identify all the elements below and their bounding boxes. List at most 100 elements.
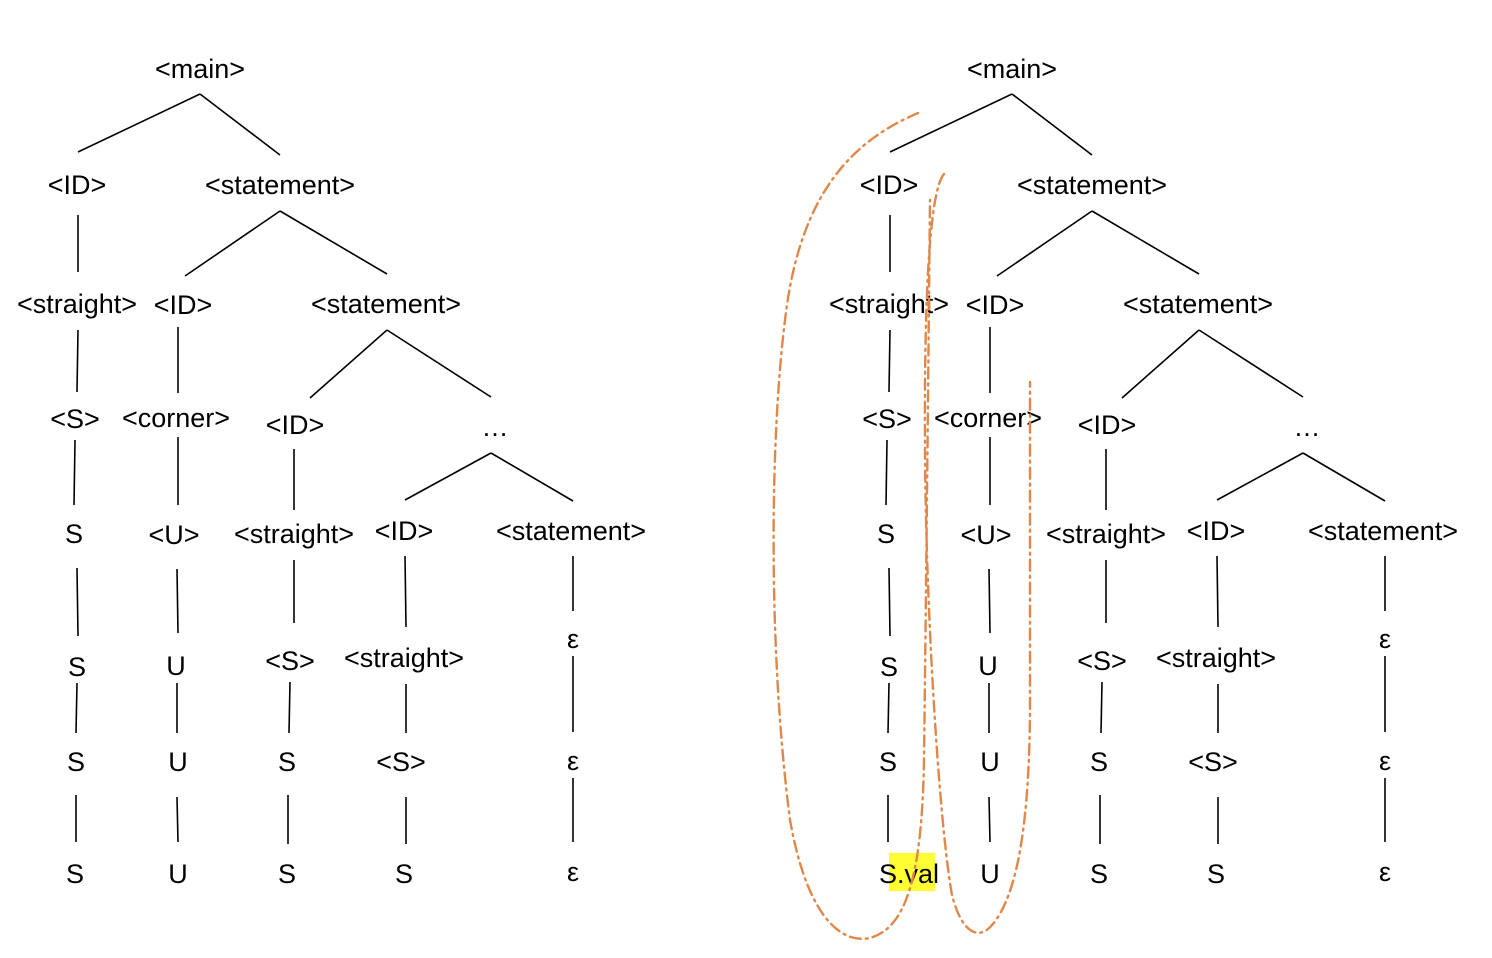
tree-edge bbox=[996, 210, 1093, 277]
tree-node-label: <ID> bbox=[966, 290, 1025, 320]
tree-node-label: <ID> bbox=[154, 290, 213, 320]
tree-edge bbox=[887, 682, 890, 734]
tree-node-label: ε bbox=[567, 857, 579, 887]
tree-node-label: <main> bbox=[155, 54, 245, 84]
tree-node-label: U bbox=[166, 651, 186, 681]
tree-node-label: ε bbox=[1379, 857, 1391, 887]
tree-node-label: U bbox=[980, 859, 1000, 889]
tree-edge bbox=[1198, 329, 1304, 398]
val-highlight bbox=[889, 853, 935, 891]
tree-node-label: U bbox=[168, 747, 188, 777]
tree-node-label: S bbox=[278, 747, 296, 777]
tree-node-label: <main> bbox=[967, 54, 1057, 84]
tree-edge bbox=[888, 567, 891, 637]
tree-edge bbox=[988, 568, 991, 634]
tree-node-label: <ID> bbox=[375, 516, 434, 546]
tree-edge bbox=[1091, 210, 1200, 275]
tree-node-label: S bbox=[67, 747, 85, 777]
tree-node-label: <straight> bbox=[234, 519, 354, 549]
tree-node-label: S.val bbox=[879, 859, 939, 889]
tree-edge bbox=[1011, 93, 1093, 156]
tree-edge bbox=[885, 439, 888, 506]
tree-node-label: S bbox=[68, 652, 86, 682]
tree-node-label: S bbox=[880, 652, 898, 682]
tree-edge bbox=[404, 555, 407, 628]
parse-tree-left: <main> <ID> <statement> <straight> <S> S S S S <I… bbox=[17, 54, 646, 889]
tree-node-label: <ID> bbox=[266, 410, 325, 440]
tree-node-label: <ID> bbox=[1187, 516, 1246, 546]
tree-node-label: <straight> bbox=[829, 289, 949, 319]
tree-edge bbox=[888, 329, 891, 393]
tree-edge bbox=[1121, 329, 1200, 399]
tree-edge bbox=[1100, 681, 1103, 734]
tree-node-label: <straight> bbox=[344, 643, 464, 673]
tree-edge bbox=[176, 796, 179, 843]
tree-edge bbox=[1302, 452, 1386, 502]
tree-edge bbox=[279, 210, 388, 275]
tree-node-label: <ID> bbox=[860, 170, 919, 200]
scope-outline-id-branch bbox=[772, 111, 932, 940]
parse-tree-right: <main><ID><statement><straight><S>SSSS.v… bbox=[829, 54, 1458, 891]
tree-edge bbox=[76, 567, 79, 637]
tree-node-label: S bbox=[1207, 859, 1225, 889]
tree-node-label: S bbox=[1090, 747, 1108, 777]
tree-node-label: … bbox=[482, 412, 509, 442]
tree-node-label: S bbox=[395, 859, 413, 889]
tree-edge bbox=[889, 93, 1013, 153]
tree-node-label: S bbox=[877, 519, 895, 549]
tree-edge bbox=[1216, 452, 1304, 501]
tree-node-label: <statement> bbox=[311, 289, 461, 319]
tree-node-label: S bbox=[65, 519, 83, 549]
tree-node-label: <straight> bbox=[1046, 519, 1166, 549]
tree-node-label: <corner> bbox=[934, 403, 1042, 433]
tree-node-label: … bbox=[1294, 412, 1321, 442]
tree-edge bbox=[386, 329, 492, 398]
tree-edge bbox=[404, 452, 492, 501]
tree-node-label: <statement> bbox=[1308, 516, 1458, 546]
tree-node-label: <S> bbox=[265, 646, 315, 676]
tree-node-label: <S> bbox=[1188, 747, 1238, 777]
tree-node-label: ε bbox=[1379, 624, 1391, 654]
tree-edge bbox=[490, 452, 574, 502]
tree-edge bbox=[288, 681, 291, 734]
tree-edge bbox=[76, 329, 79, 393]
tree-edge bbox=[77, 93, 201, 153]
tree-node-label: U bbox=[980, 747, 1000, 777]
tree-edge bbox=[309, 329, 388, 399]
tree-node-label: <ID> bbox=[1078, 410, 1137, 440]
tree-node-label: <straight> bbox=[17, 289, 137, 319]
tree-edge bbox=[75, 682, 78, 734]
tree-edge bbox=[199, 93, 281, 156]
scope-outline-corner-branch bbox=[923, 172, 1032, 934]
tree-edge bbox=[176, 568, 179, 634]
tree-edge bbox=[73, 439, 76, 506]
tree-node-label: <statement> bbox=[1017, 170, 1167, 200]
tree-node-label: S bbox=[66, 859, 84, 889]
tree-node-label: <S> bbox=[376, 747, 426, 777]
tree-node-label: <ID> bbox=[48, 170, 107, 200]
tree-node-label: U bbox=[978, 651, 998, 681]
tree-node-label: <statement> bbox=[496, 516, 646, 546]
scope-outlines bbox=[772, 111, 1032, 940]
tree-node-label: <S> bbox=[1077, 646, 1127, 676]
tree-node-label: <statement> bbox=[205, 170, 355, 200]
tree-node-label: <corner> bbox=[122, 403, 230, 433]
tree-node-label: <U> bbox=[148, 520, 199, 550]
tree-edge bbox=[988, 796, 991, 843]
val-attribute-label: .val bbox=[897, 859, 939, 889]
tree-edge bbox=[184, 210, 281, 277]
tree-node-label: <S> bbox=[862, 404, 912, 434]
tree-node-label: ε bbox=[1379, 746, 1391, 776]
tree-node-label: U bbox=[168, 859, 188, 889]
tree-node-label: <statement> bbox=[1123, 289, 1273, 319]
tree-node-label: ε bbox=[567, 746, 579, 776]
tree-node-label: <S> bbox=[50, 404, 100, 434]
tree-node-label: <U> bbox=[960, 520, 1011, 550]
tree-node-label: <straight> bbox=[1156, 643, 1276, 673]
tree-node-label: S bbox=[1090, 859, 1108, 889]
tree-node-label: S bbox=[879, 747, 897, 777]
tree-edge bbox=[1216, 555, 1219, 628]
tree-node-label: S bbox=[278, 859, 296, 889]
tree-node-label: ε bbox=[567, 624, 579, 654]
